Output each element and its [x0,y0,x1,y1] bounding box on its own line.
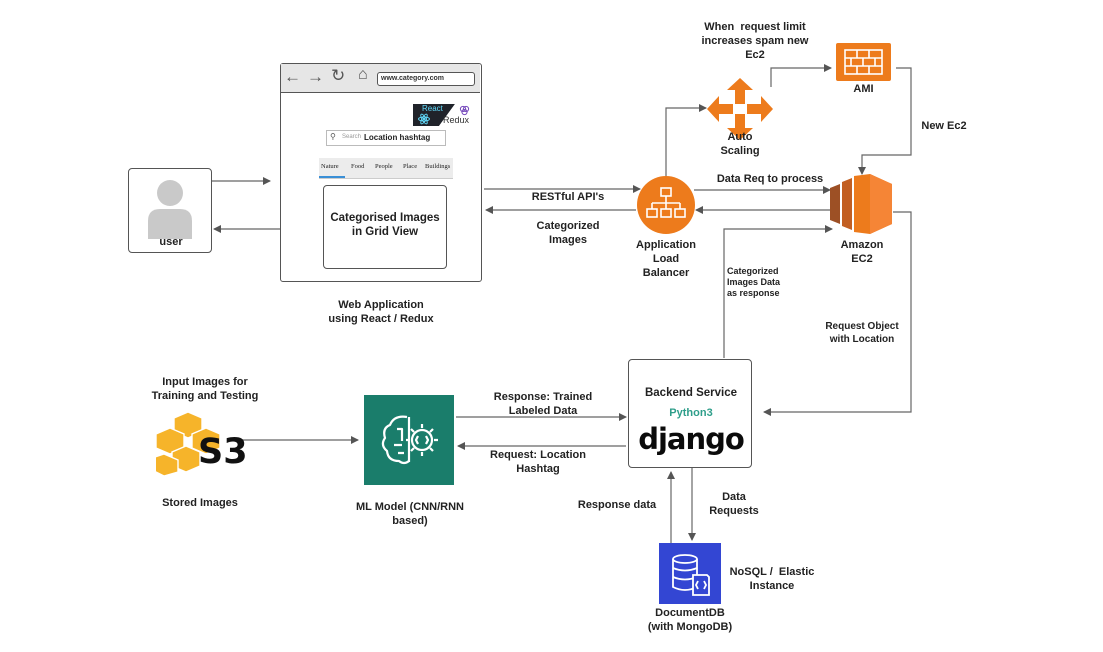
s3-input-label: Input Images for Training and Testing [151,376,259,402]
ami-label: AMI [853,83,874,95]
web-app-caption: Web Application using React / Redux [328,299,434,325]
python-label: Python3 [669,407,713,419]
url-text: www.category.com [381,75,445,82]
s3-logo-text: S3 [198,432,248,472]
lb-to-autoscaling-arrow [665,104,707,178]
react-logo-icon [418,113,430,125]
response-data-label: Response data [577,499,657,511]
category-tabs: Nature Food People Place Buildings [319,158,453,179]
app-search-bar[interactable]: ⚲ Search Location hashtag [326,130,446,146]
forward-arrow-icon[interactable]: → [307,67,324,86]
back-arrow-icon[interactable]: ← [284,67,301,86]
ami-icon [836,43,891,81]
tab-food[interactable]: Food [351,163,365,170]
search-placeholder: Search [342,134,362,140]
user-node: user [128,168,212,253]
categorized-data-label: Categorized Images Data as response [727,266,781,298]
ami-to-ec2-arrow [858,67,912,175]
redux-label: Redux [443,115,470,125]
nosql-label: NoSQL / Elastic Instance [729,566,815,592]
tab-buildings[interactable]: Buildings [425,163,451,170]
react-label: React [422,104,443,113]
auto-scaling-note: When request limit increases spam new Ec… [701,21,809,61]
load-balancer-label: Application Load Balancer [636,239,696,279]
user-avatar-icon [148,180,192,239]
backend-service-node: Backend Service Python3 django [628,359,752,468]
web-application-window: ← → ↻ ⌂ www.category.com React Redux [280,63,482,282]
documentdb-label: DocumentDB (with MongoDB) [647,607,733,633]
backend-to-ec2-arrow [723,225,833,358]
categorized-images-label: Categorized Images [536,220,600,246]
user-label: user [159,236,183,248]
documentdb-icon [659,543,721,604]
load-balancer-icon [637,176,695,234]
request-object-label: Request Object with Location [825,321,899,345]
browser-toolbar: ← → ↻ ⌂ www.category.com [281,64,480,93]
grid-view-text: Categorised Images in Grid View [330,212,440,238]
new-ec2-label: New Ec2 [921,120,967,132]
auto-scaling-label: Auto Scaling [720,131,760,157]
auto-scaling-icon [707,78,773,140]
ml-model-label: ML Model (CNN/RNN based) [356,501,464,527]
autoscaling-to-ami-arrow [770,64,832,87]
ml-model-icon [364,395,454,485]
s3-buckets-icon [156,411,220,476]
tab-nature[interactable]: Nature [321,163,339,170]
ec2-icon [830,174,892,234]
reload-icon[interactable]: ↻ [331,66,346,85]
grid-view-panel: Categorised Images in Grid View [323,185,447,269]
data-requests-label: Data Requests [709,491,759,517]
django-logo: django [638,422,745,456]
address-bar[interactable]: www.category.com [377,72,475,86]
response-trained-label: Response: Trained Labeled Data [493,391,593,417]
tab-place[interactable]: Place [403,163,418,170]
ec2-label: Amazon EC2 [840,239,884,265]
s3-stored-label: Stored Images [162,497,238,509]
data-req-label: Data Req to process [716,173,824,185]
backend-service-title: Backend Service [644,387,738,399]
search-icon: ⚲ [330,132,336,141]
redux-logo-icon [459,105,470,116]
restful-api-label: RESTful API's [531,191,605,203]
search-value: Location hashtag [364,133,431,142]
tab-people[interactable]: People [375,163,393,170]
active-tab-indicator [319,176,345,178]
react-redux-badge: React Redux [413,104,472,126]
ec2-to-backend-arrow [763,211,912,416]
home-icon[interactable]: ⌂ [358,66,368,83]
request-location-label: Request: Location Hashtag [490,449,586,475]
